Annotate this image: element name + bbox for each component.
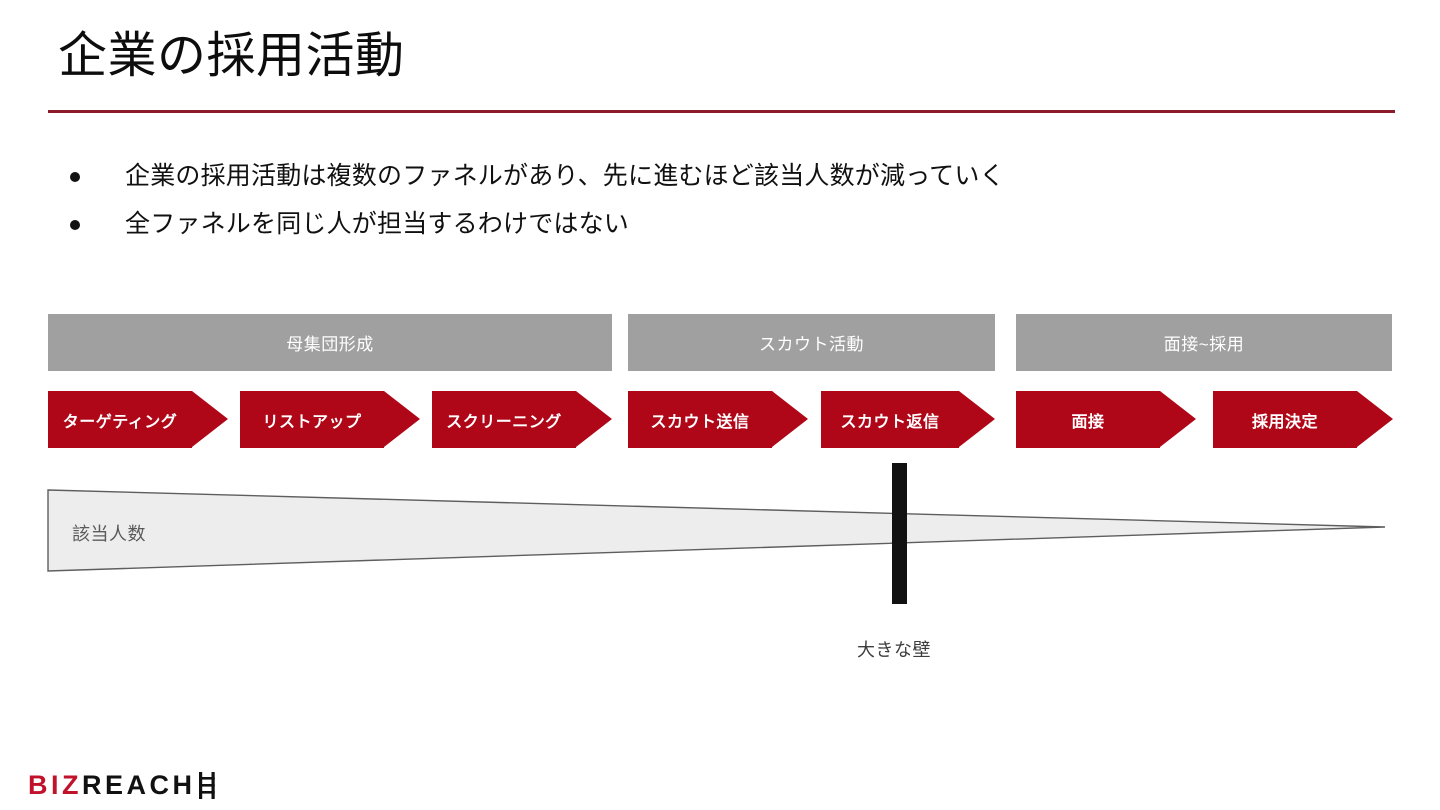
stage-arrow-label: スカウト返信: [840, 413, 940, 431]
phase-band-sourcing: 母集団形成: [48, 314, 612, 371]
stage-arrow-listup: リストアップ: [240, 391, 420, 448]
bullet-text: 全ファネルを同じ人が担当するわけではない: [125, 209, 630, 238]
phase-band-label: スカウト活動: [759, 335, 864, 354]
wall-label: 大きな壁: [857, 640, 931, 660]
stage-arrow-label: リストアップ: [262, 413, 362, 431]
phase-band-scouting: スカウト活動: [628, 314, 995, 371]
arrow-tip-icon: [1160, 391, 1196, 447]
arrow-tip-icon: [1357, 391, 1393, 447]
phase-band-interview-hire: 面接~採用: [1016, 314, 1392, 371]
phase-band-label: 母集団形成: [286, 335, 374, 354]
list-item: 企業の採用活動は複数のファネルがあり、先に進むほど該当人数が減っていく: [70, 160, 1370, 194]
arrow-tip-icon: [959, 391, 995, 447]
funnel-label: 該当人数: [72, 524, 146, 544]
wall-bar: [892, 463, 907, 604]
stage-arrow-label: ターゲティング: [62, 413, 178, 431]
stage-arrow-scout-reply: スカウト返信: [821, 391, 995, 448]
stage-arrow-label: スカウト送信: [650, 413, 750, 431]
stage-arrow-label: スクリーニング: [446, 413, 562, 431]
logo-text-biz: BIZ: [28, 770, 82, 800]
stage-arrow-label: 面接: [1071, 413, 1105, 431]
arrow-tip-icon: [772, 391, 808, 447]
stage-arrow-label: 採用決定: [1251, 413, 1318, 431]
bullet-text: 企業の採用活動は複数のファネルがあり、先に進むほど該当人数が減っていく: [125, 162, 1005, 190]
phase-band-label: 面接~採用: [1163, 335, 1245, 354]
stage-arrow-scout-send: スカウト送信: [628, 391, 808, 448]
stage-arrow-screening: スクリーニング: [432, 391, 612, 448]
arrow-tip-icon: [384, 391, 420, 447]
bullet-dot-icon: [70, 172, 80, 182]
logo-text-reach: REACH: [82, 770, 196, 800]
page-title: 企業の採用活動: [58, 29, 405, 83]
logo-ladder-icon: [198, 772, 215, 799]
arrow-tip-icon: [576, 391, 612, 447]
stage-arrow-offer: 採用決定: [1213, 391, 1393, 448]
list-item: 全ファネルを同じ人が担当するわけではない: [70, 208, 1370, 242]
stage-arrow-targeting: ターゲティング: [48, 391, 228, 448]
bullet-list: 企業の採用活動は複数のファネルがあり、先に進むほど該当人数が減っていく 全ファネ…: [70, 160, 1370, 256]
arrow-tip-icon: [192, 391, 228, 447]
bullet-dot-icon: [70, 219, 80, 230]
title-divider: [48, 110, 1395, 113]
funnel-polygon: [47, 489, 1386, 572]
bizreach-logo: BIZ REACH: [28, 769, 217, 799]
stage-arrow-interview: 面接: [1016, 391, 1196, 448]
